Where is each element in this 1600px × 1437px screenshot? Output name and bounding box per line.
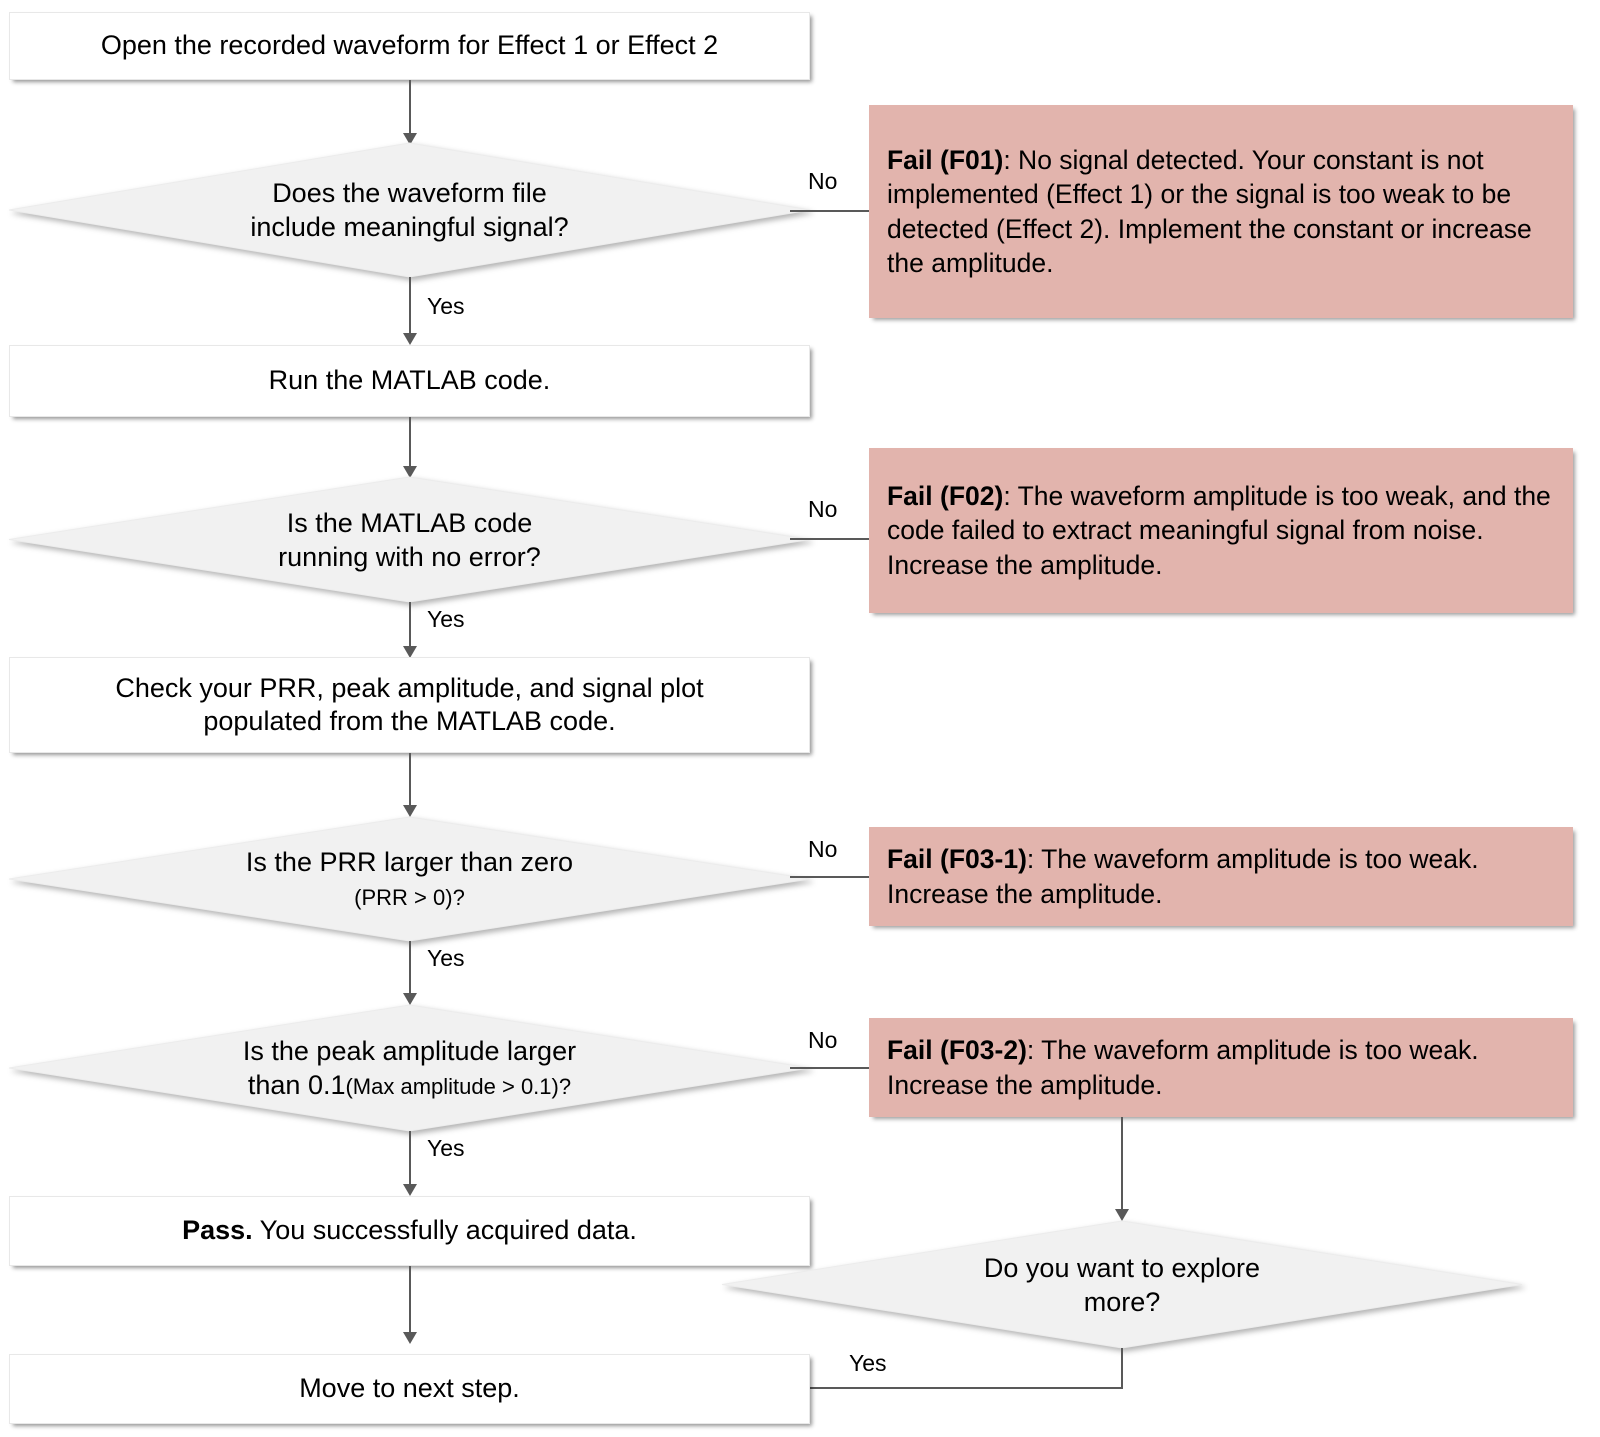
process-open-waveform[interactable]: Open the recorded waveform for Effect 1 … — [9, 12, 810, 80]
connector-decision3-to-decision4 — [403, 941, 417, 1005]
decision-no-error-shape — [8, 476, 811, 603]
fail-box-f02-code: Fail (F02) — [887, 480, 1004, 511]
edge-label-yes-3: Yes — [427, 945, 465, 971]
process-pass-label: Pass. You successfully acquired data. — [168, 1214, 651, 1247]
fail-box-f03-1-code: Fail (F03-1) — [887, 844, 1027, 875]
fail-box-f03-2[interactable]: Fail (F03-2): The waveform amplitude is … — [869, 1018, 1573, 1117]
edge-label-no-4: No — [808, 1027, 838, 1053]
process-check-prr-line1: Check your PRR, peak amplitude, and sign… — [115, 672, 704, 703]
decision-peak-amplitude-shape — [8, 1004, 811, 1132]
edge-label-no-3: No — [808, 836, 838, 862]
connector-pass-to-next-step — [403, 1266, 417, 1344]
connector-open-to-decision1 — [403, 80, 417, 145]
process-pass[interactable]: Pass. You successfully acquired data. — [9, 1196, 810, 1266]
fail-box-f03-2-text: : The waveform amplitude is too weak. In… — [887, 1035, 1479, 1100]
fail-box-f03-1[interactable]: Fail (F03-1): The waveform amplitude is … — [869, 827, 1573, 926]
connector-decision2-to-check-prr — [403, 602, 417, 658]
connector-fail4-to-explore — [1115, 1117, 1129, 1221]
process-pass-text: You successfully acquired data. — [252, 1215, 637, 1246]
fail-box-f03-1-label: Fail (F03-1): The waveform amplitude is … — [869, 842, 1573, 911]
fail-box-f02-label: Fail (F02): The waveform amplitude is to… — [869, 479, 1573, 582]
connector-decision4-to-pass — [403, 1131, 417, 1196]
fail-box-f01[interactable]: Fail (F01): No signal detected. Your con… — [869, 105, 1573, 318]
decision-prr-positive-shape — [8, 816, 811, 942]
connector-run-matlab-to-decision2 — [403, 417, 417, 478]
process-run-matlab-label: Run the MATLAB code. — [268, 365, 551, 396]
decision-meaningful-signal-shape — [8, 142, 811, 278]
edge-label-yes-explore: Yes — [849, 1350, 887, 1376]
fail-box-f03-2-code: Fail (F03-2) — [887, 1035, 1027, 1066]
connector-check-prr-to-decision3 — [403, 753, 417, 817]
process-check-prr-line2: populated from the MATLAB code. — [203, 706, 616, 736]
process-run-matlab[interactable]: Run the MATLAB code. — [9, 345, 810, 417]
edge-label-yes-2: Yes — [427, 606, 465, 632]
edge-label-yes-4: Yes — [427, 1135, 465, 1161]
fail-box-f03-2-label: Fail (F03-2): The waveform amplitude is … — [869, 1033, 1573, 1102]
process-open-waveform-label: Open the recorded waveform for Effect 1 … — [100, 30, 719, 61]
edge-label-no-1: No — [808, 168, 838, 194]
edge-label-no-2: No — [808, 496, 838, 522]
connector-decision1-to-run-matlab — [403, 277, 417, 345]
process-move-next-step-label: Move to next step. — [299, 1373, 520, 1404]
edge-label-yes-1: Yes — [427, 293, 465, 319]
process-check-prr-label: Check your PRR, peak amplitude, and sign… — [101, 672, 717, 739]
fail-box-f03-1-text: : The waveform amplitude is too weak. In… — [887, 844, 1479, 909]
fail-box-f01-text: : No signal detected. Your constant is n… — [887, 144, 1532, 278]
decision-explore-more-shape — [721, 1220, 1523, 1349]
fail-box-f01-code: Fail (F01) — [887, 144, 1004, 175]
process-pass-keyword: Pass. — [182, 1215, 253, 1246]
fail-box-f02-text: : The waveform amplitude is too weak, an… — [887, 480, 1551, 580]
decision-prr-positive[interactable]: Is the PRR larger than zero(PRR > 0)? — [8, 816, 811, 942]
fail-box-f02[interactable]: Fail (F02): The waveform amplitude is to… — [869, 448, 1573, 613]
fail-box-f01-label: Fail (F01): No signal detected. Your con… — [869, 143, 1573, 281]
process-check-prr[interactable]: Check your PRR, peak amplitude, and sign… — [9, 657, 810, 753]
process-move-next-step[interactable]: Move to next step. — [9, 1354, 810, 1424]
